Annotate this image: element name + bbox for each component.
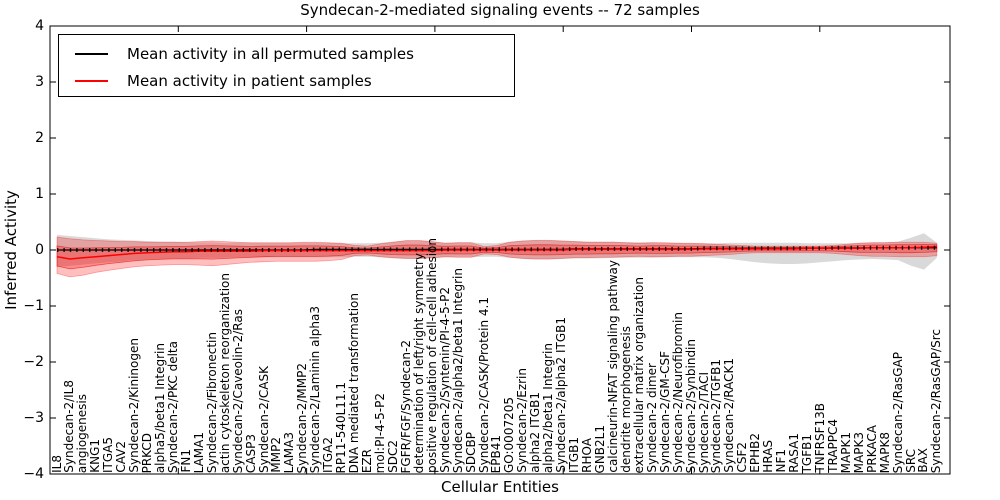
x-category-label: extracellular matrix organization	[631, 276, 646, 474]
x-category-label: Syndecan-2/RasGAP	[890, 351, 905, 473]
x-category-label: DNA mediated transformation	[347, 292, 362, 473]
x-category-label: LAMA1	[191, 431, 206, 473]
y-tick-label: 0	[35, 242, 44, 258]
x-category-label: Syndecan-2/RasGAP/Src	[929, 328, 944, 473]
y-tick-label: −4	[23, 466, 44, 482]
x-category-label: Syndecan-2/Synbindin	[683, 338, 698, 473]
x-category-label: dendrite morphogenesis	[618, 326, 633, 473]
legend-item-patient: Mean activity in patient samples	[59, 67, 514, 94]
y-tick-label: −2	[23, 354, 44, 370]
y-tick-label: −1	[23, 298, 44, 314]
patient-line-sample	[75, 79, 108, 82]
x-category-label: CASP3	[243, 433, 258, 473]
x-axis-label: Cellular Entities	[441, 478, 559, 496]
x-category-label: SDC2	[385, 440, 400, 473]
x-category-label: SDCBP	[463, 432, 478, 473]
patient-mean-line	[56, 245, 937, 260]
x-category-label: Syndecan-2/Caveolin-2/Ras	[230, 308, 245, 473]
y-tick-label: −3	[23, 410, 44, 426]
y-tick-label: 4	[35, 18, 44, 34]
x-category-label: Syndecan-2/Fibronectin	[204, 331, 219, 473]
x-category-label: FN1	[178, 449, 193, 473]
permuted-line-sample	[75, 52, 108, 55]
x-category-label: MAPK1	[838, 431, 853, 473]
x-category-label: Syndecan-2/alpha2/beta1 Integrin	[450, 267, 465, 473]
legend: Mean activity in all permuted samples Me…	[58, 34, 515, 97]
y-tick-label: 3	[35, 74, 44, 90]
x-category-label: TNFRSF13B	[812, 403, 827, 473]
x-category-label: TRAPPC4	[825, 419, 840, 473]
x-category-label: Syndecan-2 dimer	[644, 363, 659, 473]
x-category-label: Syndecan-2/PKC delta	[165, 341, 180, 473]
x-category-label: determination of left/right symmetry	[411, 252, 426, 473]
x-category-label: Syndecan-2/Syntenin/PI-4-5-P2	[437, 287, 452, 473]
x-category-label: Syndecan-2/Neurofibromin	[670, 312, 685, 473]
x-category-label: MAPK3	[851, 431, 866, 473]
x-category-label: PRKACA	[864, 425, 879, 473]
legend-label-patient: Mean activity in patient samples	[127, 71, 372, 90]
x-category-label: positive regulation of cell-cell adhesio…	[424, 238, 439, 473]
permuted-band	[57, 233, 937, 270]
y-tick-label: 2	[35, 130, 44, 146]
legend-label-permuted: Mean activity in all permuted samples	[127, 44, 414, 63]
x-category-label: MAPK8	[877, 431, 892, 473]
y-tick-label: 1	[35, 186, 44, 202]
chart-title: Syndecan-2-mediated signaling events -- …	[300, 1, 700, 19]
x-category-label: actin cytoskeleton reorganization	[217, 272, 232, 473]
legend-item-permuted: Mean activity in all permuted samples	[59, 40, 514, 67]
x-category-label: FGFR/FGF/Syndecan-2	[398, 339, 413, 473]
x-category-label: Syndecan-2/GM-CSF	[657, 351, 672, 473]
x-category-label: calcineurin-NFAT signaling pathway	[605, 260, 620, 473]
